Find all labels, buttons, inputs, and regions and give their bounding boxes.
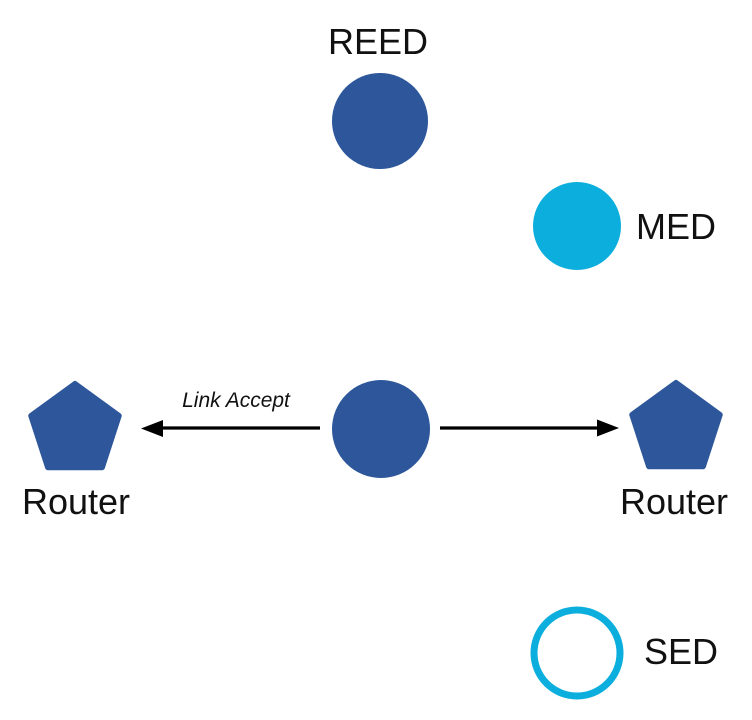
router-right-label: Router (619, 481, 729, 522)
med-node-circle (533, 182, 621, 270)
router-left-pentagon (28, 381, 122, 471)
router-left-label: Router (21, 481, 131, 522)
arrow-right-head (597, 419, 619, 437)
reed-label: REED (327, 21, 429, 62)
sed-node-circle (530, 606, 624, 700)
arrow-right (440, 419, 619, 437)
router-right-pentagon (629, 380, 723, 470)
arrow-left-head (141, 420, 163, 437)
med-label: MED (636, 206, 716, 247)
arrow-left (141, 420, 320, 437)
reed-node-circle (332, 73, 428, 169)
link-accept-label: Link Accept (182, 389, 290, 412)
sed-label: SED (644, 631, 719, 672)
center-node-circle (332, 380, 430, 478)
